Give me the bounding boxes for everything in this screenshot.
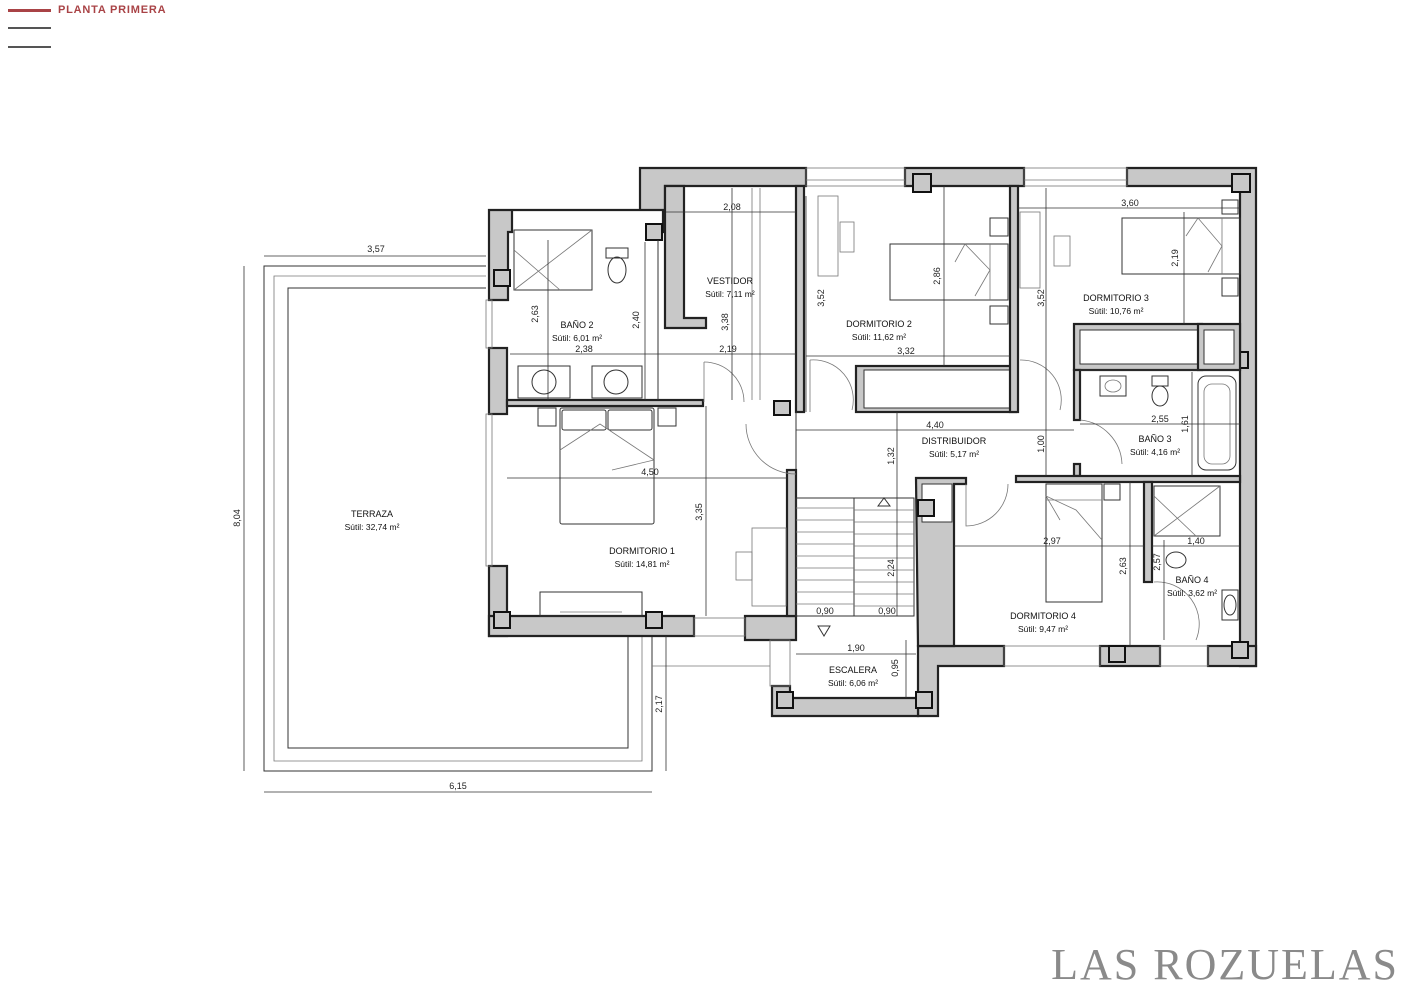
room-bano2-name: BAÑO 2 xyxy=(560,320,593,330)
dim-bano4-width: 1,40 xyxy=(1187,536,1205,546)
dimension-labels: 3,57 8,04 6,15 2,17 2,63 2,40 2,38 2,08 … xyxy=(232,198,1205,791)
menu-active-label[interactable]: PLANTA PRIMERA xyxy=(58,4,167,16)
dim-bano3-height: 1,61 xyxy=(1180,415,1190,433)
room-dormitorio4-area: Sútil: 9,47 m² xyxy=(1018,624,1068,634)
dim-distribuidor-height: 1,32 xyxy=(886,447,896,465)
room-dormitorio2-area: Sútil: 11,62 m² xyxy=(852,332,906,342)
terrace-outline xyxy=(263,265,770,772)
room-bano3-area: Sútil: 4,16 m² xyxy=(1130,447,1180,457)
room-bano3-name: BAÑO 3 xyxy=(1138,434,1171,444)
dim-bano2-height: 2,63 xyxy=(530,305,540,323)
dim-bano3-width: 2,55 xyxy=(1151,414,1169,424)
dim-dorm3-height: 2,19 xyxy=(1170,249,1180,267)
dim-bano2-height-b: 2,40 xyxy=(631,311,641,329)
room-distribuidor-name: DISTRIBUIDOR xyxy=(922,436,987,446)
room-labels: TERRAZA Sútil: 32,74 m² BAÑO 2 Sútil: 6,… xyxy=(345,276,1218,688)
brand-logo-text: LAS ROZUELAS xyxy=(1051,940,1399,989)
windows xyxy=(485,167,1209,687)
dim-dorm2-width: 3,32 xyxy=(897,346,915,356)
dim-terraza-top: 3,57 xyxy=(367,244,385,254)
dim-dorm4-width: 2,97 xyxy=(1043,536,1061,546)
room-vestidor-name: VESTIDOR xyxy=(707,276,754,286)
dim-bano2-width: 2,38 xyxy=(575,344,593,354)
dim-vestidor-height: 3,38 xyxy=(720,313,730,331)
dim-stair-height: 2,24 xyxy=(886,559,896,577)
dim-stair-w2: 0,90 xyxy=(878,606,896,616)
dim-terraza-height: 8,04 xyxy=(232,509,242,527)
dim-dorm1-height: 3,35 xyxy=(694,503,704,521)
dim-vestidor-width: 2,08 xyxy=(723,202,741,212)
dim-escalera-height: 0,95 xyxy=(890,659,900,677)
dim-dorm3-left: 3,52 xyxy=(1036,289,1046,307)
room-terraza-name: TERRAZA xyxy=(351,509,393,519)
dim-dorm3-width: 3,60 xyxy=(1121,198,1139,208)
dim-bano4-height: 2,57 xyxy=(1152,553,1162,571)
room-dormitorio3-name: DORMITORIO 3 xyxy=(1083,293,1149,303)
dim-distribuidor-height-b: 1,00 xyxy=(1036,435,1046,453)
room-bano4-area: Sútil: 3,62 m² xyxy=(1167,588,1217,598)
dim-distribuidor-width: 4,40 xyxy=(926,420,944,430)
furniture xyxy=(513,188,1241,621)
menu-line-active[interactable] xyxy=(8,9,51,12)
dim-dorm2-height: 2,86 xyxy=(932,267,942,285)
room-terraza-area: Sútil: 32,74 m² xyxy=(345,522,400,532)
room-dormitorio1-area: Sútil: 14,81 m² xyxy=(615,559,670,569)
room-dormitorio4-name: DORMITORIO 4 xyxy=(1010,611,1076,621)
dim-terraza-lower: 2,17 xyxy=(654,695,664,713)
dim-escalera-width: 1,90 xyxy=(847,643,865,653)
room-dormitorio1-name: DORMITORIO 1 xyxy=(609,546,675,556)
dim-dorm2-left: 3,52 xyxy=(816,289,826,307)
room-distribuidor-area: Sútil: 5,17 m² xyxy=(929,449,979,459)
room-vestidor-area: Sútil: 7,11 m² xyxy=(705,289,755,299)
room-dormitorio2-name: DORMITORIO 2 xyxy=(846,319,912,329)
dim-terraza-bottom: 6,15 xyxy=(449,781,467,791)
staircase xyxy=(795,497,915,637)
dim-dorm4-height: 2,63 xyxy=(1118,557,1128,575)
dim-stair-w1: 0,90 xyxy=(816,606,834,616)
menu-line[interactable] xyxy=(8,46,51,48)
dimension-lines xyxy=(243,186,1240,793)
door-swings xyxy=(703,359,1200,641)
room-escalera-name: ESCALERA xyxy=(829,665,877,675)
dim-dorm1-width: 4,50 xyxy=(641,467,659,477)
room-bano4-name: BAÑO 4 xyxy=(1175,575,1208,585)
pillars xyxy=(493,173,1251,709)
room-escalera-area: Sútil: 6,06 m² xyxy=(828,678,878,688)
room-dormitorio3-area: Sútil: 10,76 m² xyxy=(1089,306,1144,316)
interior-partitions xyxy=(505,184,1242,648)
room-bano2-area: Sútil: 6,01 m² xyxy=(552,333,602,343)
plan-menu[interactable]: PLANTA PRIMERA xyxy=(8,4,168,54)
menu-line[interactable] xyxy=(8,27,51,29)
dim-vestidor-width-b: 2,19 xyxy=(719,344,737,354)
